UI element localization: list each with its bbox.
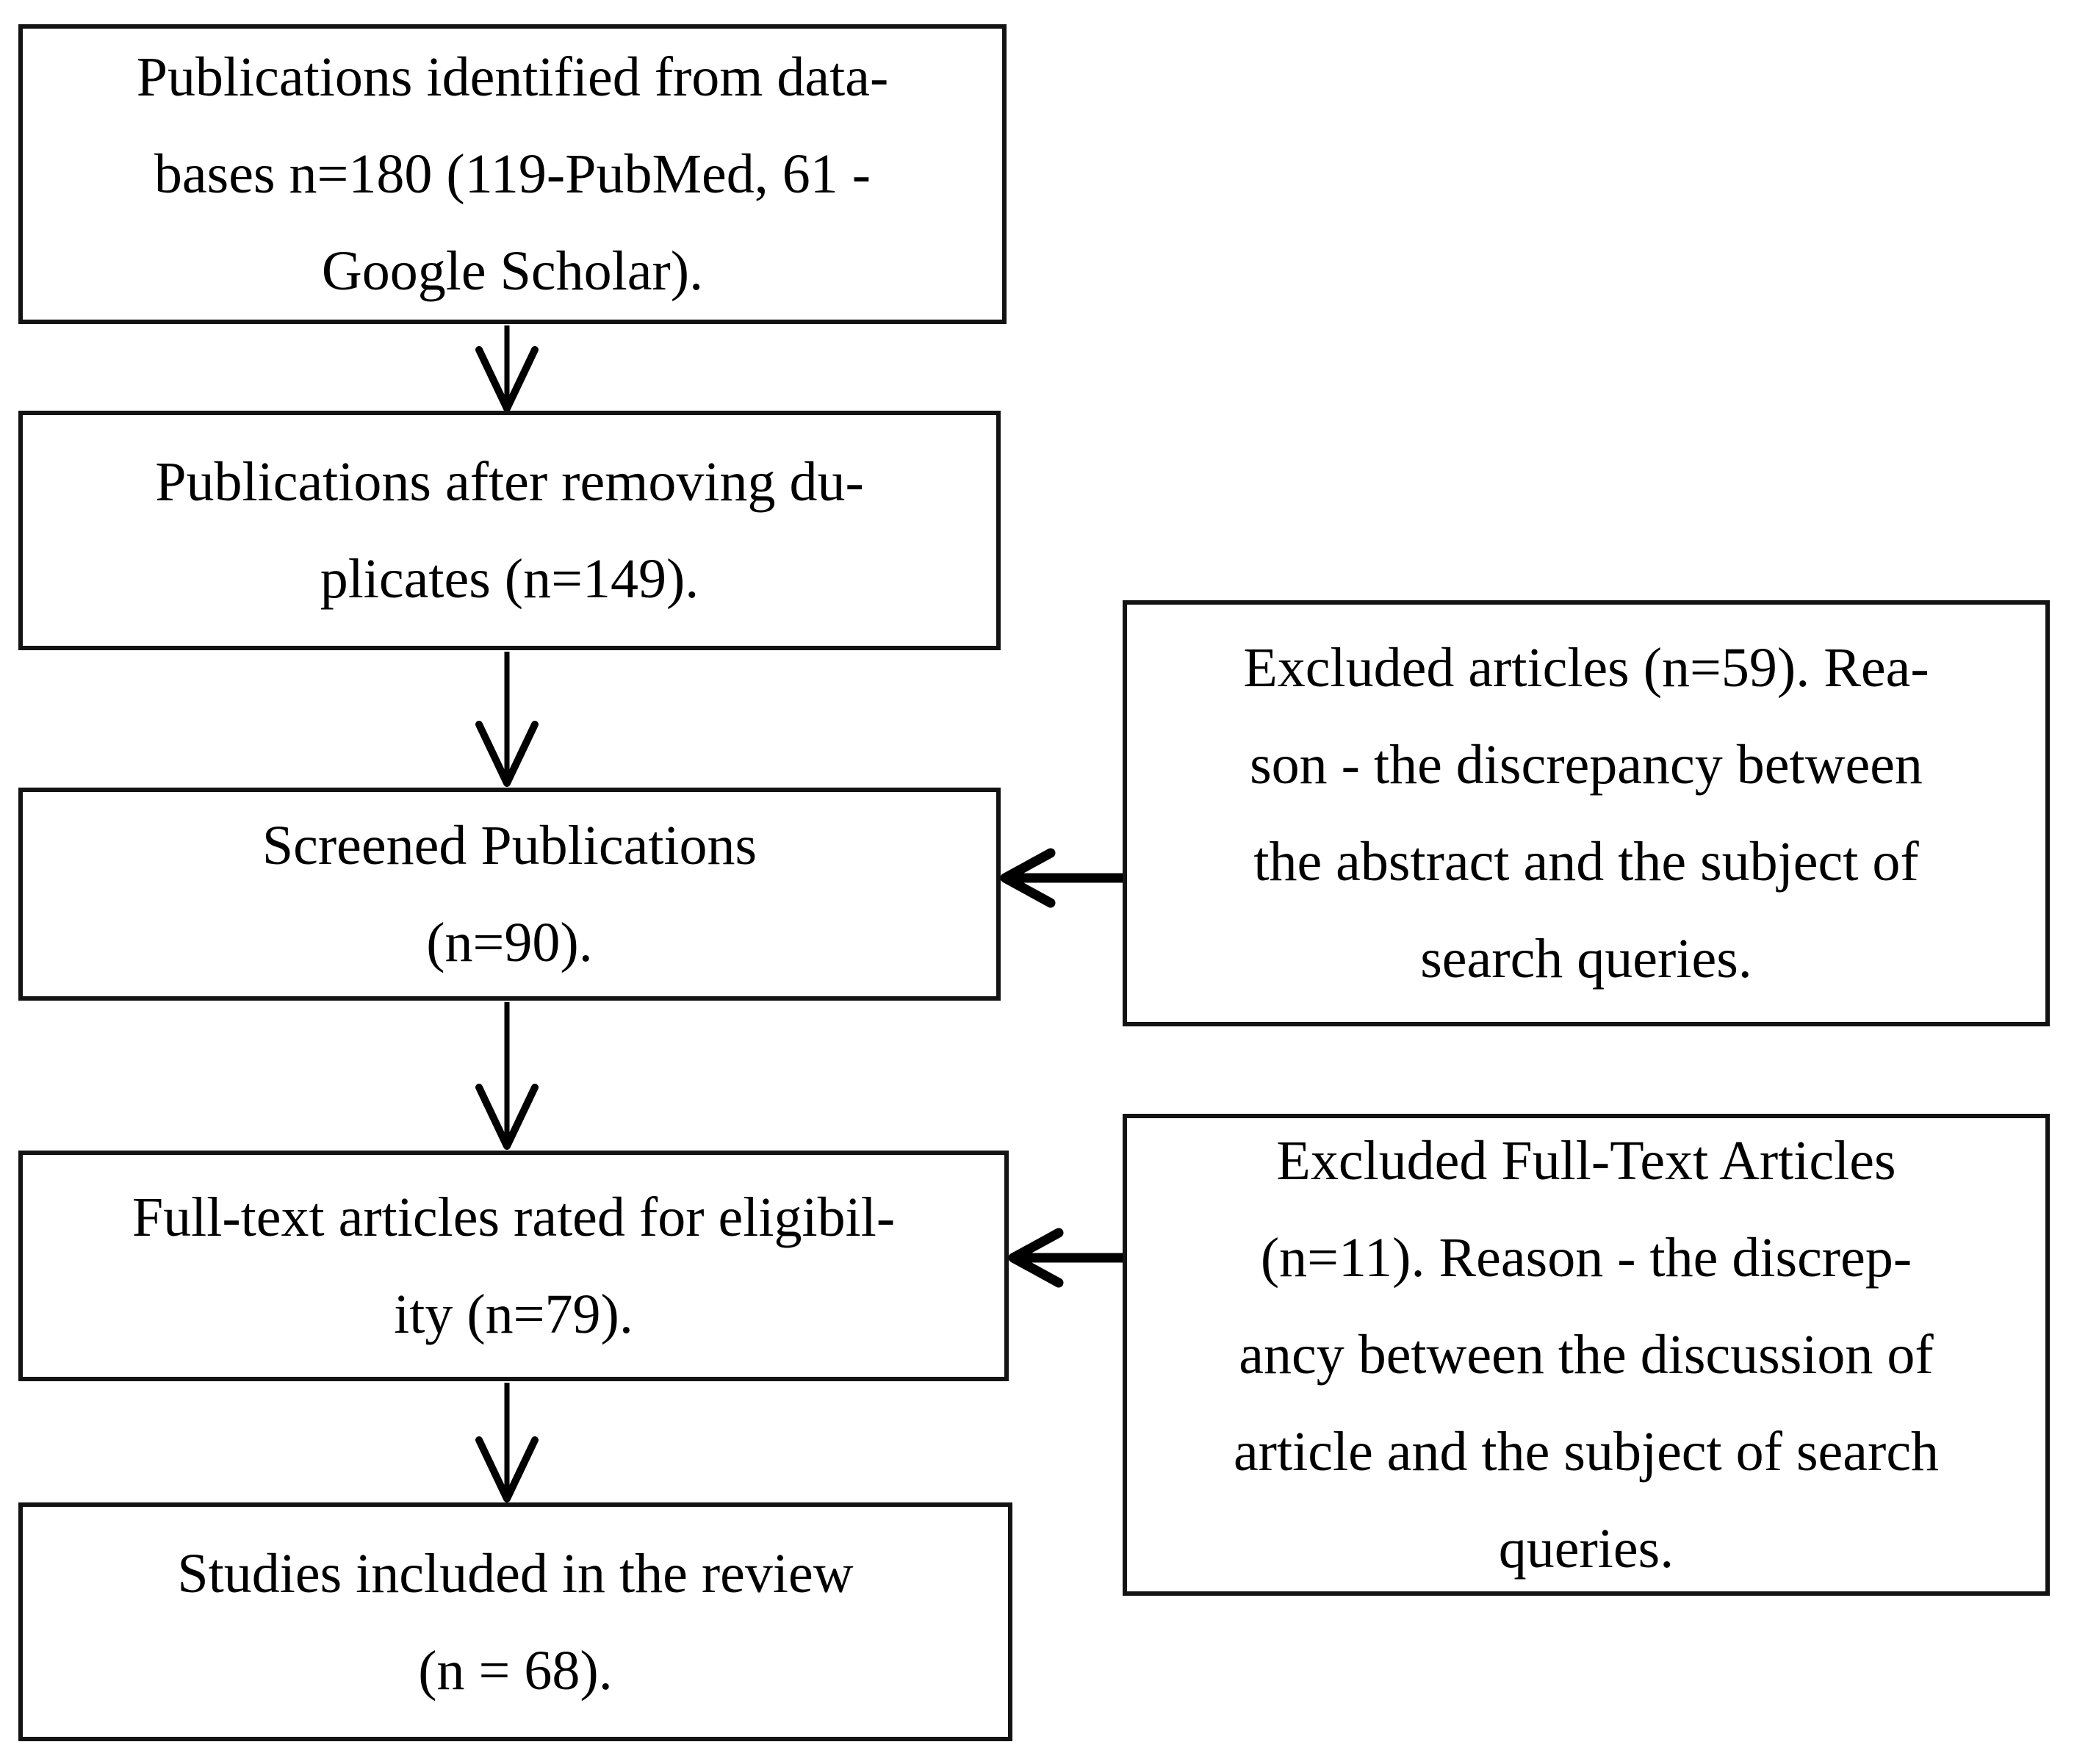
text-line: Full-text articles rated for eligibil-	[132, 1187, 896, 1248]
arrow-excluded-articles-to-screened	[1000, 848, 1123, 908]
text-line: Excluded articles (n=59). Rea-	[1243, 637, 1929, 699]
text-line: Screened Publications	[262, 815, 757, 876]
text-line: son - the discrepancy between	[1250, 734, 1923, 796]
flow-box-studies-included: Studies included in the review (n = 68).	[18, 1502, 1012, 1741]
exclusion-box-full-text: Excluded Full-Text Articles (n=11). Reas…	[1123, 1114, 2050, 1596]
text-line: Excluded Full-Text Articles	[1276, 1130, 1896, 1192]
arrow-screened-to-fulltext	[475, 1002, 539, 1150]
arrow-excluded-fulltext-to-eligibility	[1008, 1228, 1123, 1288]
arrow-identified-to-duplicates	[475, 325, 539, 412]
text-line: Publications identified from data-	[136, 46, 889, 108]
text-line: (n = 68).	[418, 1639, 613, 1702]
text-line: bases n=180 (119-PubMed, 61 -	[154, 143, 871, 205]
text-line: plicates (n=149).	[320, 548, 699, 610]
arrow-duplicates-to-screened	[475, 652, 539, 787]
flow-box-duplicates-removed: Publications after removing du- plicates…	[18, 411, 1001, 650]
flow-box-screened-publications: Screened Publications (n=90).	[18, 788, 1001, 1001]
text-line: Studies included in the review	[177, 1542, 854, 1605]
text-line: article and the subject of search	[1233, 1421, 1940, 1483]
text-line: search queries.	[1420, 928, 1752, 990]
text-line: the abstract and the subject of	[1253, 831, 1919, 893]
text-line: Google Scholar).	[321, 240, 704, 302]
text-line: (n=11). Reason - the discrep-	[1260, 1227, 1912, 1289]
arrow-fulltext-to-included	[475, 1383, 539, 1502]
text-line: queries.	[1498, 1518, 1674, 1580]
text-line: ity (n=79).	[394, 1284, 633, 1345]
text-line: Publications after removing du-	[155, 451, 864, 513]
text-line: ancy between the discussion of	[1239, 1324, 1934, 1386]
text-line: (n=90).	[426, 912, 593, 973]
flow-box-full-text-eligibility: Full-text articles rated for eligibil- i…	[18, 1151, 1009, 1381]
flow-box-publications-identified: Publications identified from data- bases…	[18, 24, 1007, 324]
exclusion-box-screening: Excluded articles (n=59). Rea- son - the…	[1123, 600, 2050, 1026]
